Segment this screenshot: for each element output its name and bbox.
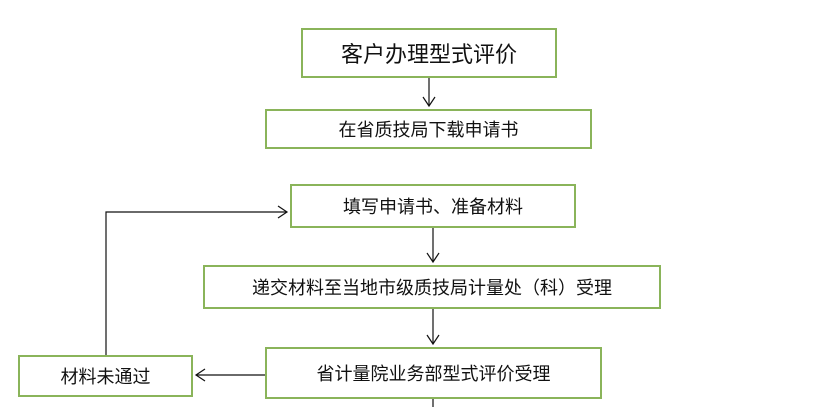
node-download-label: 在省质技局下载申请书 [338,120,519,141]
node-download: 在省质技局下载申请书 [265,109,592,149]
node-accept: 省计量院业务部型式评价受理 [265,347,602,399]
arrowhead-apply-to-download [422,96,436,108]
node-fill-label: 填写申请书、准备材料 [343,197,523,218]
arrowhead-submit-to-accept [426,334,440,346]
node-submit-label: 递交材料至当地市级质技局计量处（科）受理 [252,278,612,299]
node-accept-label: 省计量院业务部型式评价受理 [316,364,551,385]
node-fill: 填写申请书、准备材料 [290,184,576,228]
arrowhead-fill-to-submit [426,252,440,264]
arrowhead-rejected-to-fill [277,205,289,219]
arrow-rejected-to-fill [105,211,287,355]
arrowhead-accept-to-rejected [194,368,206,382]
node-apply-label: 客户办理型式评价 [340,43,517,68]
node-apply: 客户办理型式评价 [301,28,557,78]
node-rejected: 材料未通过 [18,355,193,397]
node-rejected-label: 材料未通过 [60,367,151,388]
node-submit: 递交材料至当地市级质技局计量处（科）受理 [203,265,661,309]
